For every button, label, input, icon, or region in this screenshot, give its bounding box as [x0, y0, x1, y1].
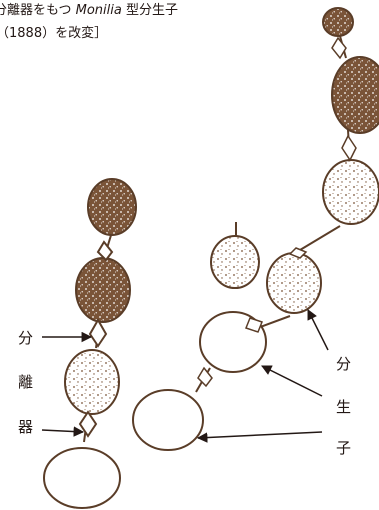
conidium [64, 349, 120, 415]
caption-line-1: 分離器をもつ Monilia 型分生子 [0, 3, 178, 19]
separator-cell [288, 247, 308, 259]
conidium [331, 56, 379, 134]
conidia-arrow-2 [261, 365, 323, 397]
label-conidia-3: 子 [336, 439, 352, 457]
separator-cell [88, 317, 108, 348]
caption-line-2: （1888）を改変］ [0, 26, 108, 41]
conidia-arrow-3 [196, 431, 323, 443]
right-chain-separators [197, 36, 357, 388]
separator-arrows [41, 331, 93, 437]
caption-prefix: 分離器をもつ [0, 3, 76, 18]
conidium [322, 159, 379, 225]
label-separator-3: 器 [18, 418, 34, 436]
conidium [43, 447, 121, 509]
label-conidia-2: 生 [336, 398, 352, 416]
left-chain [43, 178, 137, 509]
conidium [266, 252, 322, 314]
separator-cell [96, 240, 114, 262]
separator-cell [331, 36, 347, 60]
conidia-arrows [196, 309, 329, 443]
conidium [87, 178, 137, 236]
separator-cell [245, 317, 263, 333]
label-conidia-1: 分 [336, 355, 352, 373]
caption-suffix: 型分生子 [121, 3, 178, 18]
caption-genus: Monilia [75, 3, 122, 18]
label-separator-2: 離 [18, 373, 34, 391]
right-chain-conidia [132, 7, 379, 451]
connector [299, 225, 341, 251]
conidium [132, 389, 204, 451]
separator-cell [197, 366, 213, 388]
conidium [322, 7, 354, 37]
separator-arrow-bottom [41, 426, 85, 437]
conidia-arrow-1 [307, 309, 329, 351]
separator-cell [341, 134, 357, 162]
conidium [210, 235, 260, 289]
conidium [75, 257, 131, 323]
label-separator-1: 分 [18, 329, 34, 347]
